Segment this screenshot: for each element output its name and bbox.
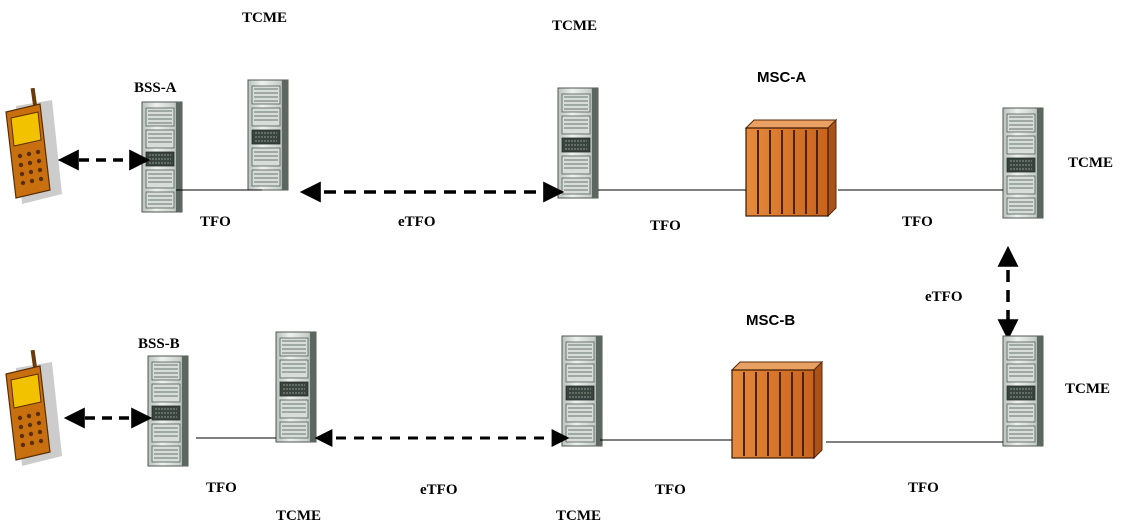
tcme-b1-rack-icon [275,331,317,443]
label-tfo-2: TFO [650,218,681,234]
label-tcme-top-2: TCME [552,18,597,34]
label-etfo-1: eTFO [398,214,436,230]
tcme-a3-rack-icon [1002,107,1044,219]
label-etfo-2: eTFO [420,482,458,498]
mobile-phone-a-icon [5,87,63,205]
label-tfo-5: TFO [655,482,686,498]
msc-b-cabinet-icon [731,361,823,459]
label-tfo-4: TFO [206,480,237,496]
label-tfo-3: TFO [902,214,933,230]
msc-a-cabinet-icon [745,119,837,217]
bss-a-rack-icon [141,101,183,213]
label-bss-b: BSS-B [138,336,180,352]
tcme-a1-rack-icon [247,79,289,191]
tcme-b3-rack-icon [1002,335,1044,447]
tcme-b2-rack-icon [561,335,603,447]
label-bss-a: BSS-A [134,80,177,96]
label-tcme-top-1: TCME [242,10,287,26]
mobile-phone-b-icon [5,349,63,467]
label-tcme-bottom-2: TCME [556,508,601,524]
label-msc-b: MSC-B [746,312,795,329]
bss-b-rack-icon [147,355,189,467]
label-tcme-right-1: TCME [1068,155,1113,171]
label-tfo-1: TFO [200,214,231,230]
label-tcme-right-2: TCME [1065,381,1110,397]
label-tcme-bottom-1: TCME [276,508,321,524]
label-tfo-6: TFO [908,480,939,496]
label-etfo-vertical: eTFO [925,289,963,305]
tcme-a2-rack-icon [557,87,599,199]
label-msc-a: MSC-A [757,69,806,86]
